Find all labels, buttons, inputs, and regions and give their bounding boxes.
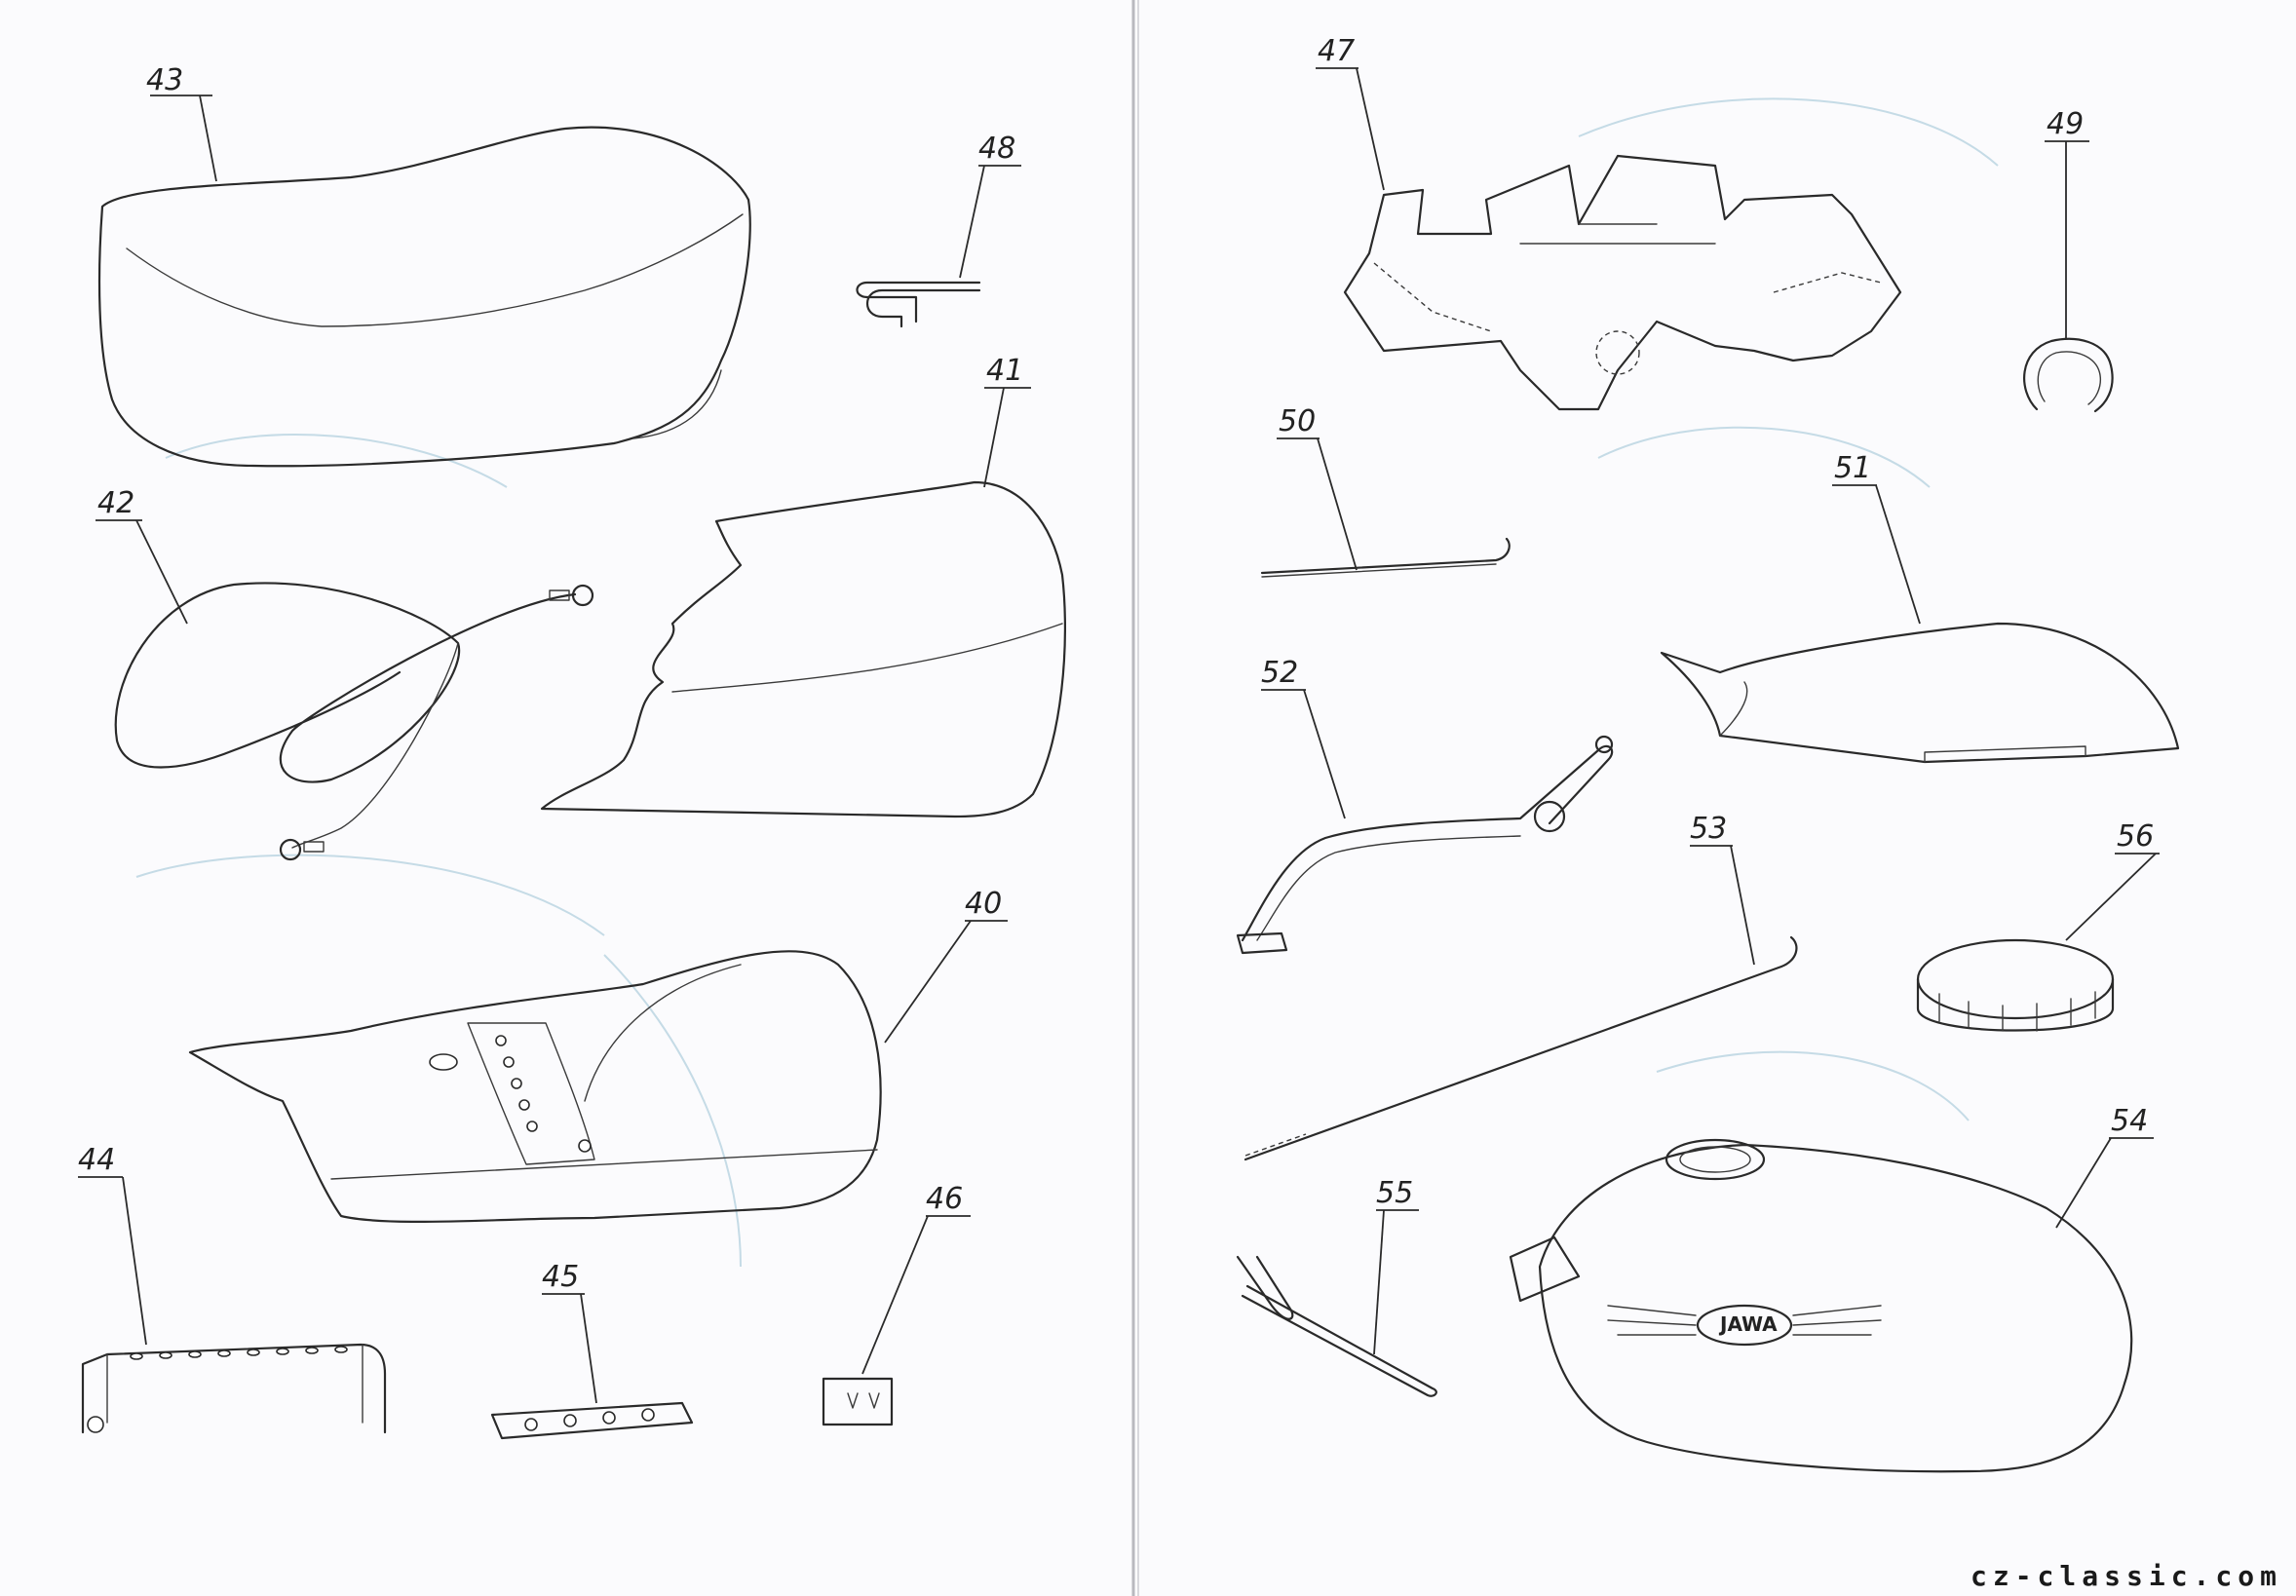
bracket-holes — [130, 1346, 348, 1360]
part-41-seat-cover: 41 — [540, 354, 1067, 818]
part-40-seat-pan: 40 — [188, 887, 1008, 1223]
part-52-lever: 52 — [1236, 656, 1614, 955]
callout-56: 56 — [2117, 819, 2154, 854]
part-46-clip: 46 — [822, 1182, 971, 1426]
bleed-through-background — [135, 97, 1999, 1268]
callout-41: 41 — [986, 354, 1023, 388]
callout-48: 48 — [978, 132, 1015, 166]
callout-44: 44 — [78, 1143, 115, 1177]
watermark: cz-classic.com — [1970, 1560, 2282, 1592]
callout-49: 49 — [2047, 107, 2084, 141]
callout-43: 43 — [146, 63, 183, 97]
part-54-fuel-tank: JAWA 54 — [1509, 1104, 2154, 1473]
callout-47: 47 — [1318, 34, 1355, 68]
tank-logo-text: JAWA — [1718, 1312, 1778, 1336]
part-47-frame-bracket: 47 — [1316, 34, 1902, 411]
callout-45: 45 — [542, 1260, 579, 1294]
callout-55: 55 — [1376, 1176, 1413, 1210]
part-50-rod: 50 — [1260, 404, 1511, 578]
callout-46: 46 — [926, 1182, 963, 1216]
part-48-spring-clip: 48 — [856, 132, 1021, 328]
part-56-fuel-cap: 56 — [1916, 819, 2160, 1032]
part-44-bracket: 44 — [78, 1143, 387, 1434]
part-43-seat: 43 — [97, 63, 751, 468]
callout-52: 52 — [1261, 656, 1298, 690]
jawa-badge — [1696, 1304, 1793, 1347]
callout-54: 54 — [2111, 1104, 2148, 1138]
callout-53: 53 — [1690, 812, 1727, 846]
part-55-t-handle-rod: 55 — [1236, 1176, 1437, 1397]
callout-42: 42 — [97, 486, 134, 520]
page-fold — [1131, 0, 1139, 1596]
part-49-clamp: 49 — [2023, 107, 2114, 413]
part-53-rod: 53 — [1244, 812, 1798, 1161]
part-42-cable: 42 — [96, 486, 594, 861]
part-51-chain-guard: 51 — [1660, 451, 2180, 764]
callout-40: 40 — [965, 887, 1002, 921]
callout-51: 51 — [1834, 451, 1871, 485]
part-45-plate: 45 — [490, 1260, 694, 1440]
callout-50: 50 — [1279, 404, 1316, 438]
